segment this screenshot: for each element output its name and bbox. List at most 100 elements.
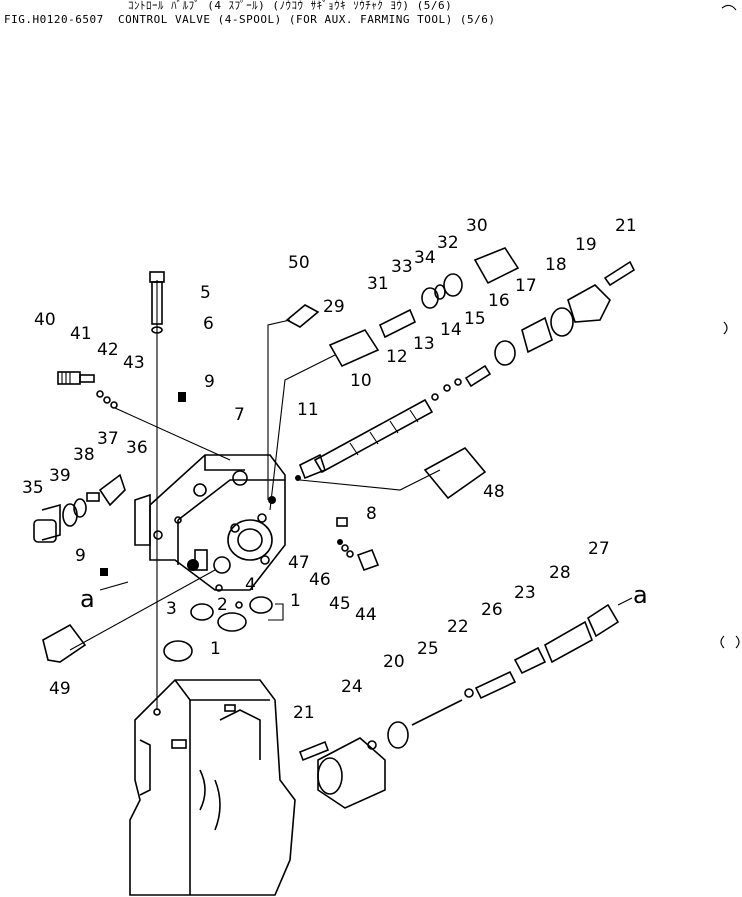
plug-9-top	[178, 392, 186, 402]
callout: 13	[413, 334, 435, 354]
cover-19	[567, 284, 611, 323]
callout: 29	[323, 297, 345, 317]
spring-37	[86, 492, 100, 502]
valve-body-lower	[129, 679, 296, 896]
callout: 43	[123, 353, 145, 373]
callout: 20	[383, 652, 405, 672]
washer-22	[464, 688, 474, 698]
arrow-a-right	[617, 597, 633, 606]
ring-43	[110, 401, 118, 409]
callout: 6	[203, 314, 214, 334]
seal-20	[387, 721, 409, 749]
callout: 15	[464, 309, 486, 329]
callout: 38	[73, 445, 95, 465]
callout: 46	[309, 570, 331, 590]
solenoid-48	[423, 446, 487, 500]
margin-mark-top	[721, 4, 737, 11]
callout: 36	[126, 438, 148, 458]
ring-38	[73, 498, 87, 518]
callout: 17	[515, 276, 537, 296]
arrow-a-left	[99, 581, 129, 591]
callout: 37	[97, 429, 119, 449]
cover-24	[317, 737, 386, 809]
margin-mark-mid	[723, 321, 728, 335]
figure-title: FIG.H0120-6507 CONTROL VALVE (4-SPOOL) (…	[4, 13, 496, 26]
ring-39	[62, 503, 78, 527]
plug-35	[33, 503, 61, 543]
callout: 42	[97, 340, 119, 360]
callout: 10	[350, 371, 372, 391]
callout: 39	[49, 466, 71, 486]
callout: 2	[217, 595, 228, 615]
callout: 35	[22, 478, 44, 498]
seal-1-lower	[163, 640, 193, 662]
plug-50	[285, 304, 320, 328]
callout: 26	[481, 600, 503, 620]
seal-29	[328, 328, 380, 368]
ring-47	[337, 539, 343, 545]
spool-10	[313, 398, 434, 474]
collar-23	[513, 646, 547, 675]
callout: 50	[288, 253, 310, 273]
callout: 32	[437, 233, 459, 253]
relief-valve-40	[57, 371, 95, 385]
callout: 48	[483, 482, 505, 502]
callout: 16	[488, 291, 510, 311]
callout: 21	[615, 216, 637, 236]
leader-48	[299, 469, 441, 491]
bracket-1	[268, 603, 284, 621]
callout: 31	[367, 274, 389, 294]
spring-17	[521, 316, 553, 354]
ring-42	[103, 396, 111, 404]
ring-13	[443, 384, 451, 392]
callout: 3	[166, 599, 177, 619]
callout: 7	[234, 405, 245, 425]
callout: 44	[355, 605, 377, 625]
callout: 30	[466, 216, 488, 236]
plug-44	[356, 548, 380, 572]
callout: 18	[545, 255, 567, 275]
callout: 28	[549, 563, 571, 583]
callout: 45	[329, 594, 351, 614]
plug-49	[42, 623, 87, 663]
ring-32	[443, 273, 463, 297]
callout-labels: 1 1 2 3 4 5 6 7 8 9 9 10 11 12 13 14 15 …	[22, 216, 648, 723]
cap-27	[586, 603, 620, 638]
spring-11	[298, 453, 326, 480]
pin-15	[464, 364, 492, 388]
ring-11b	[295, 475, 301, 481]
spring-28	[543, 620, 593, 664]
reference-mark-a-left: a	[80, 585, 95, 613]
valve-section-7	[134, 454, 286, 591]
callout: 22	[447, 617, 469, 637]
leader-29	[269, 354, 336, 511]
bolt-5	[149, 271, 165, 325]
seal-3	[190, 603, 214, 621]
collar-16	[494, 340, 516, 366]
callout: 19	[575, 235, 597, 255]
callout: 4	[245, 575, 256, 595]
callout: 14	[440, 320, 462, 340]
ring-46	[341, 544, 349, 552]
callout: 34	[414, 248, 436, 268]
bolt-21-top	[603, 260, 636, 287]
callout: 49	[49, 679, 71, 699]
leader-50	[267, 319, 291, 500]
ring-4	[215, 584, 223, 592]
callout: 5	[200, 283, 211, 303]
callout: 9	[75, 546, 86, 566]
callout: 1	[290, 591, 301, 611]
plug-8	[336, 517, 348, 527]
bolt-21-bottom	[298, 740, 330, 762]
callout: 23	[514, 583, 536, 603]
washer-6	[151, 326, 163, 334]
callout: 25	[417, 639, 439, 659]
callout: 9	[204, 372, 215, 392]
ring-34	[434, 284, 446, 300]
ring-18	[550, 307, 574, 337]
cap-30	[473, 247, 520, 285]
callout: 1	[210, 639, 221, 659]
callout: 47	[288, 553, 310, 573]
sleeve-26	[474, 670, 517, 700]
ring-41	[96, 390, 104, 398]
